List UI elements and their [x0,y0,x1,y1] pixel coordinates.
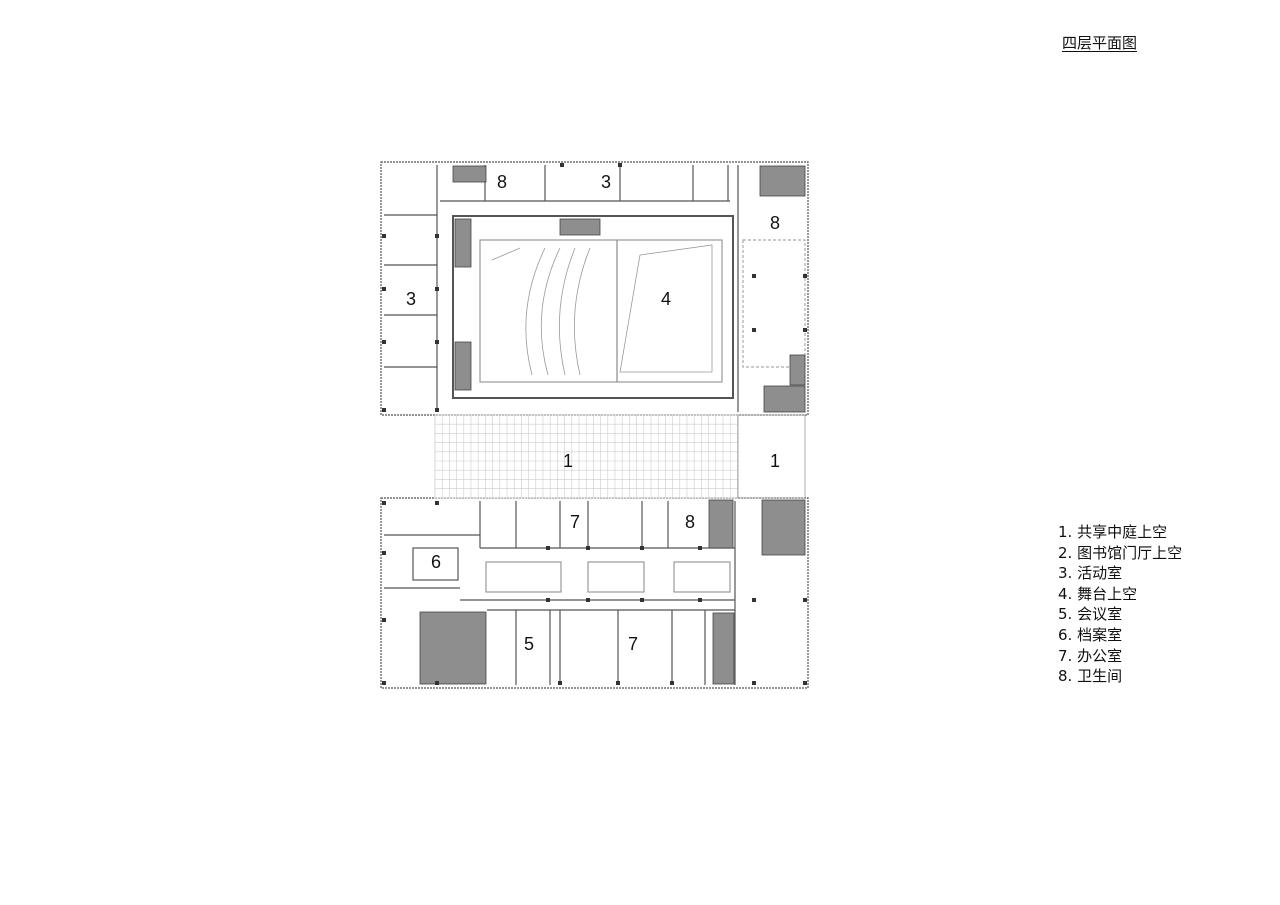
legend-item: 7. 办公室 [1058,646,1123,665]
structural-column [803,274,807,278]
structural-column [435,234,439,238]
structural-column [546,546,550,550]
legend-item: 2. 图书馆门厅上空 [1058,543,1183,562]
structural-column [640,598,644,602]
room-label-meeting: 5 [524,634,534,654]
atrium-void [434,414,739,499]
room-label-stage: 4 [661,289,671,309]
structural-column [382,408,386,412]
room-label-activity-left: 3 [406,289,416,309]
structural-column [435,287,439,291]
structural-column [618,163,622,167]
structural-column [803,681,807,685]
structural-column [670,681,674,685]
structural-column [560,163,564,167]
structural-column [382,551,386,555]
structural-column [382,234,386,238]
structural-column [435,408,439,412]
structural-column [586,598,590,602]
structural-column [803,598,807,602]
structural-column [803,328,807,332]
legend-item: 5. 会议室 [1058,605,1123,624]
legend: 1. 共享中庭上空 2. 图书馆门厅上空 3. 活动室 4. 舞台上空 5. 会… [1058,522,1182,687]
structural-column [586,546,590,550]
top-block-outline [380,161,809,416]
legend-item: 3. 活动室 [1058,564,1123,583]
structural-column [382,501,386,505]
room-label-toilet-top: 8 [497,172,507,192]
atrium-right [737,414,806,499]
room-label-office-top: 7 [570,512,580,532]
stage-area [479,239,723,383]
room-label-office-bottom: 7 [628,634,638,654]
legend-item: 4. 舞台上空 [1058,584,1138,603]
structural-column [558,681,562,685]
structural-column [698,546,702,550]
structural-column [435,681,439,685]
structural-column [382,340,386,344]
structural-column [752,274,756,278]
structural-column [698,598,702,602]
room-label-archive: 6 [431,552,441,572]
structural-column [382,681,386,685]
room-label-toilet-bottom: 8 [685,512,695,532]
structural-column [640,546,644,550]
structural-column [616,681,620,685]
structural-column [752,328,756,332]
stage-enclosure [452,215,734,399]
structural-column [382,287,386,291]
archive-room [412,547,459,581]
service-cores [419,165,806,685]
structural-column [752,598,756,602]
room-label-toilet-right: 8 [770,213,780,233]
legend-item: 1. 共享中庭上空 [1058,523,1168,541]
room-label-activity-top: 3 [601,172,611,192]
structural-column [435,340,439,344]
structural-column [382,618,386,622]
drawing-title: 四层平面图 [1062,34,1138,52]
room-label-atrium-main: 1 [563,451,573,471]
structural-column [435,501,439,505]
structural-column [546,598,550,602]
room-label-atrium-right: 1 [770,451,780,471]
legend-item: 6. 档案室 [1058,625,1123,644]
legend-item: 8. 卫生间 [1058,667,1123,686]
structural-column [752,681,756,685]
